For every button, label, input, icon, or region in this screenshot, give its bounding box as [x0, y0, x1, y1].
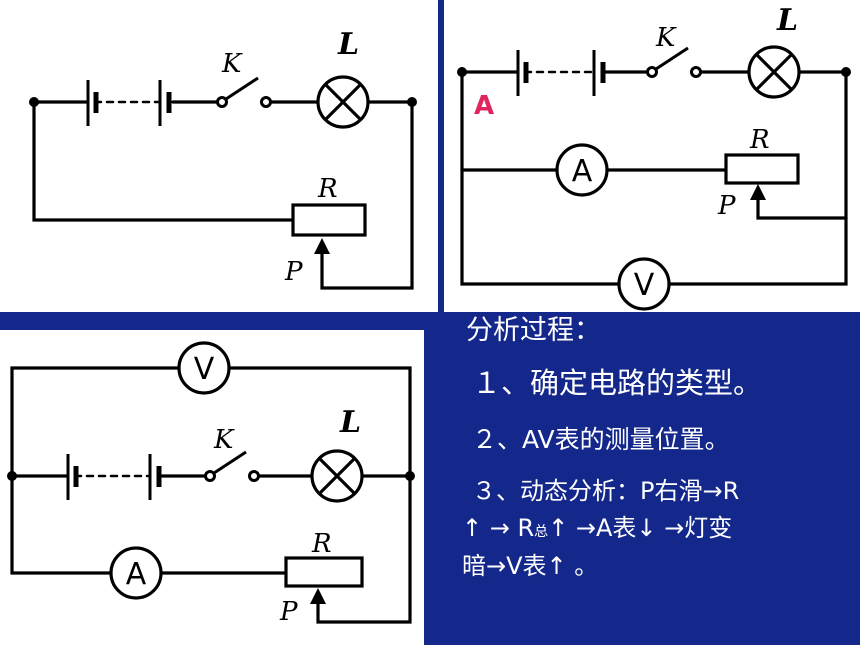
- step-1: １、确定电路的类型。: [472, 366, 763, 400]
- slider-arrow-icon: [750, 184, 766, 200]
- lamp-icon: [747, 45, 801, 99]
- svg-text:A: A: [126, 557, 147, 592]
- slider-label: P: [284, 257, 303, 287]
- step-3-line-2-end: ↑ →A表↓ →灯变: [548, 514, 733, 542]
- lamp-label: L: [339, 405, 361, 440]
- step-3-line-3: 暗→V表↑ 。: [462, 552, 599, 580]
- voltmeter-icon: V: [617, 257, 671, 311]
- circuit-diagram-3: K L V A R P: [0, 330, 424, 645]
- svg-text:V: V: [634, 268, 655, 303]
- total-subscript: 总: [534, 524, 549, 540]
- switch-k: [216, 76, 272, 108]
- switch-label: K: [655, 23, 677, 53]
- lamp-label: L: [776, 3, 798, 38]
- analysis-title: 分析过程：: [466, 315, 601, 346]
- circuit-1-svg: K L R P: [29, 27, 417, 290]
- circuit-2-svg: K L A R P V A: [457, 3, 851, 311]
- lamp-icon: [316, 75, 370, 129]
- switch-label: K: [221, 49, 243, 79]
- circuit-3-svg: K L V A R P: [7, 341, 415, 627]
- svg-text:V: V: [194, 352, 215, 387]
- battery-cells: [86, 80, 172, 126]
- battery-cells: [66, 454, 162, 500]
- slider-label: P: [717, 191, 736, 221]
- switch-label: K: [213, 425, 235, 455]
- circuit-diagram-2: K L A R P V A: [444, 0, 860, 312]
- voltmeter-icon: V: [177, 341, 231, 395]
- resistor-label: R: [311, 529, 332, 559]
- resistor-label: R: [749, 125, 770, 155]
- ammeter-icon: A: [109, 546, 163, 600]
- step-2: ２、AV表的测量位置。: [472, 425, 730, 454]
- switch-k: [646, 46, 702, 78]
- ammeter-icon: A: [555, 143, 609, 197]
- rheostat: [284, 556, 364, 588]
- rheostat: [291, 203, 367, 237]
- switch-k: [204, 450, 260, 482]
- lamp-label: L: [337, 27, 359, 62]
- svg-text:A: A: [572, 154, 593, 189]
- rheostat: [724, 153, 800, 185]
- slider-arrow-icon: [310, 588, 326, 604]
- circuit-diagram-1: K L R P: [0, 0, 438, 312]
- lamp-icon: [310, 449, 364, 503]
- resistor-label: R: [317, 174, 338, 204]
- slider-label: P: [279, 597, 298, 627]
- step-3-line-2-start: ↑ → R: [462, 514, 535, 542]
- step-3-line-1: ３、动态分析：P右滑→R: [472, 477, 740, 505]
- battery-cells: [516, 50, 606, 96]
- step-3-line-2: ↑ → R总↑ →A表↓ →灯变: [462, 508, 732, 543]
- slider-arrow-icon: [314, 238, 330, 254]
- option-tag: A: [474, 91, 494, 121]
